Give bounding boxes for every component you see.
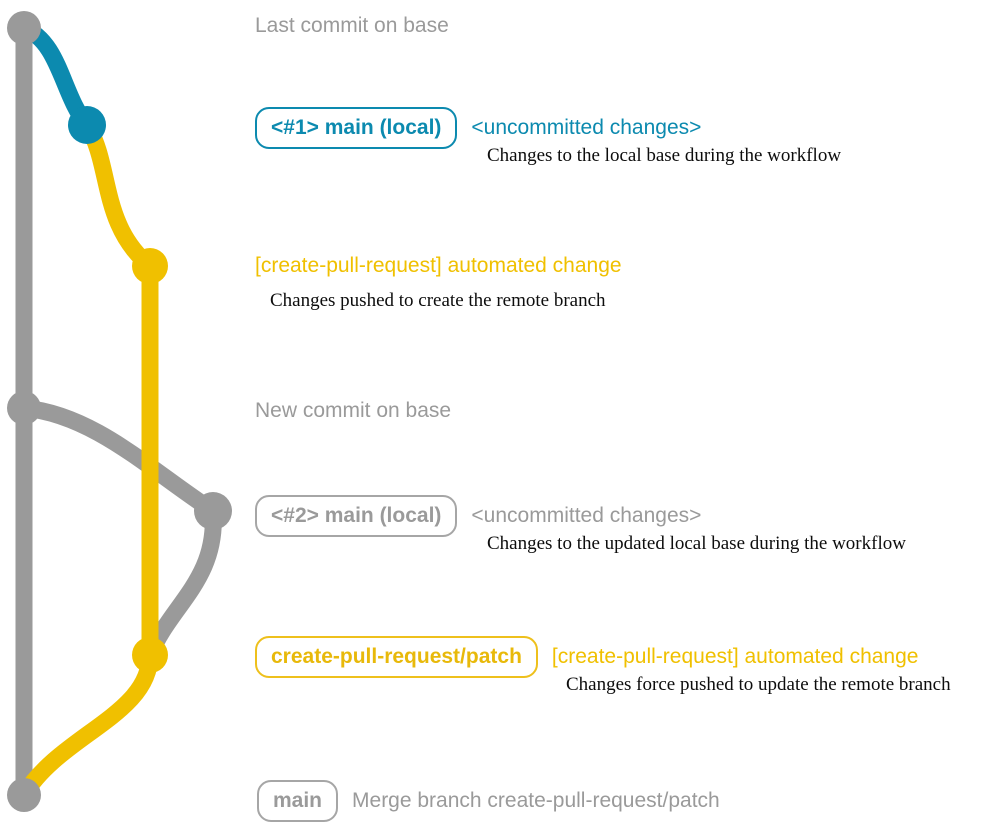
commit-row-merge-main: main Merge branch create-pull-request/pa… xyxy=(257,780,720,822)
commit-description-automated-change-1: Changes pushed to create the remote bran… xyxy=(270,290,606,311)
commit-row-local-main-1: <#1> main (local) <uncommitted changes> xyxy=(255,107,701,149)
commit-node-local1[interactable] xyxy=(68,106,106,144)
commit-row-last-commit-on-base: Last commit on base xyxy=(255,13,449,39)
commit-subject-automated-change-2: [create-pull-request] automated change xyxy=(551,645,919,668)
commit-subject-merge-main: Merge branch create-pull-request/patch xyxy=(352,789,720,812)
commit-node-merge[interactable] xyxy=(7,778,41,812)
commit-node-local2[interactable] xyxy=(194,492,232,530)
commit-subject-last-commit-on-base: Last commit on base xyxy=(255,14,449,37)
commit-subject-new-commit-on-base: New commit on base xyxy=(255,399,452,422)
commit-subject-automated-change-1: [create-pull-request] automated change xyxy=(255,254,622,277)
commit-description-local-main-2: Changes to the updated local base during… xyxy=(487,533,906,554)
ref-badge-local-main-2[interactable]: <#2> main (local) xyxy=(255,495,458,537)
ref-badge-create-pull-request-patch[interactable]: create-pull-request/patch xyxy=(255,636,538,678)
ref-badge-local-main-1[interactable]: <#1> main (local) xyxy=(255,107,458,149)
commit-node-automated2[interactable] xyxy=(132,637,168,673)
commit-row-local-main-2: <#2> main (local) <uncommitted changes> xyxy=(255,495,701,537)
commit-row-automated-change-2: create-pull-request/patch [create-pull-r… xyxy=(255,636,918,678)
patch-to-merge-line xyxy=(15,646,159,804)
commit-subject-local-main-1: <uncommitted changes> xyxy=(471,116,702,139)
commit-node-base-new[interactable] xyxy=(7,391,41,425)
base-to-local2-line xyxy=(15,399,222,520)
commit-node-automated1[interactable] xyxy=(132,248,168,284)
commit-node-base-top[interactable] xyxy=(7,11,41,45)
commit-description-local-main-1: Changes to the local base during the wor… xyxy=(487,145,842,166)
commit-description-automated-change-2: Changes force pushed to update the remot… xyxy=(566,674,951,695)
commit-row-new-commit-on-base: New commit on base xyxy=(255,398,451,424)
commit-row-automated-change-1: [create-pull-request] automated change xyxy=(255,253,622,279)
ref-badge-main[interactable]: main xyxy=(257,780,339,822)
commit-subject-local-main-2: <uncommitted changes> xyxy=(471,504,702,527)
